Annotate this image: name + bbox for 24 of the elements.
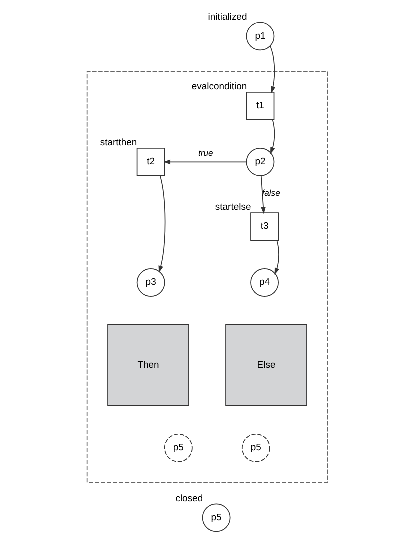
arrow (270, 120, 275, 154)
arrow (260, 176, 266, 214)
node-circle: p1 (246, 22, 274, 51)
node-label: initialized (208, 12, 247, 23)
node-label: startelse (214, 202, 251, 214)
arrow (163, 160, 246, 165)
node-box: Else (225, 324, 307, 406)
node-box: Then (107, 324, 189, 406)
node-label: startthen (100, 138, 137, 149)
node-circle: p5 (241, 434, 270, 462)
cluster (86, 71, 328, 484)
node-label: evalcondition (191, 82, 247, 93)
node-box: t2 (136, 148, 165, 176)
arrow (158, 176, 166, 273)
arrow (270, 46, 276, 94)
node-label: closed (175, 493, 203, 504)
edge-label: false (262, 188, 280, 198)
node-circle: p5 (164, 434, 192, 462)
edge-label: true (198, 148, 213, 158)
node-box: t3 (250, 212, 278, 241)
node-circle: p3 (136, 268, 165, 297)
node-circle: p5 (202, 504, 230, 532)
arrow (274, 240, 280, 275)
node-box: t1 (246, 92, 274, 120)
